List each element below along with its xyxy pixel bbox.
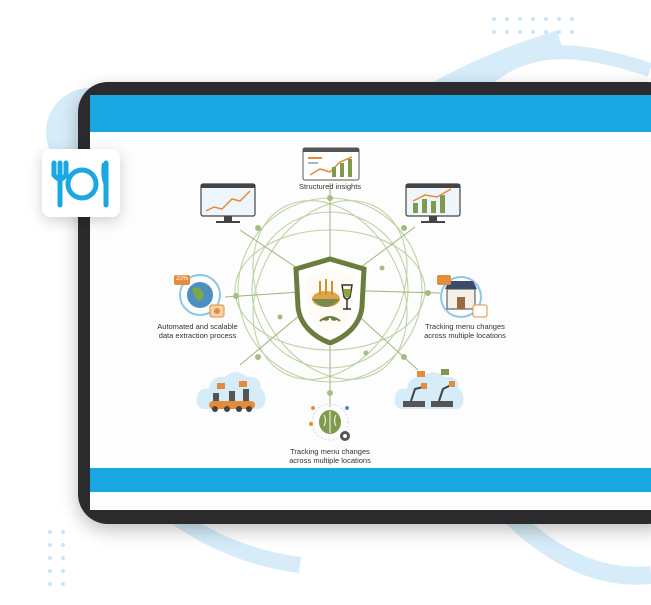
label-tracking-right-line2: across multiple locations bbox=[424, 331, 506, 340]
dots-top-right bbox=[492, 17, 574, 34]
cloud-robots-icon-left bbox=[195, 363, 267, 419]
brain-gear-icon bbox=[305, 400, 355, 446]
percent-badge: 20% bbox=[175, 276, 188, 282]
label-tracking-bottom-line2: across multiple locations bbox=[289, 456, 371, 465]
tablet-screen: Structured insights bbox=[90, 95, 651, 510]
food-shield-emblem bbox=[290, 255, 370, 345]
screen-top-bar bbox=[90, 95, 651, 132]
plate-utensils-icon bbox=[51, 160, 109, 208]
app-icon-card bbox=[42, 149, 120, 217]
dashboard-chart-icon bbox=[302, 147, 360, 181]
label-automated-line2: data extraction process bbox=[158, 331, 237, 340]
monitor-chart-icon-left bbox=[200, 183, 256, 225]
label-structured-insights: Structured insights bbox=[298, 182, 362, 191]
label-tracking-bottom-line1: Tracking menu changes bbox=[290, 447, 370, 456]
label-tracking-right-line1: Tracking menu changes bbox=[425, 322, 505, 331]
monitor-chart-icon-right bbox=[405, 183, 461, 225]
globe-data-icon bbox=[172, 271, 228, 321]
dots-bottom-left bbox=[48, 530, 65, 586]
label-automated-line1: Automated and scalable bbox=[157, 322, 238, 331]
storefront-icon bbox=[433, 271, 491, 321]
screen-bottom-bar bbox=[90, 468, 651, 492]
cloud-robots-icon-right bbox=[393, 363, 465, 419]
